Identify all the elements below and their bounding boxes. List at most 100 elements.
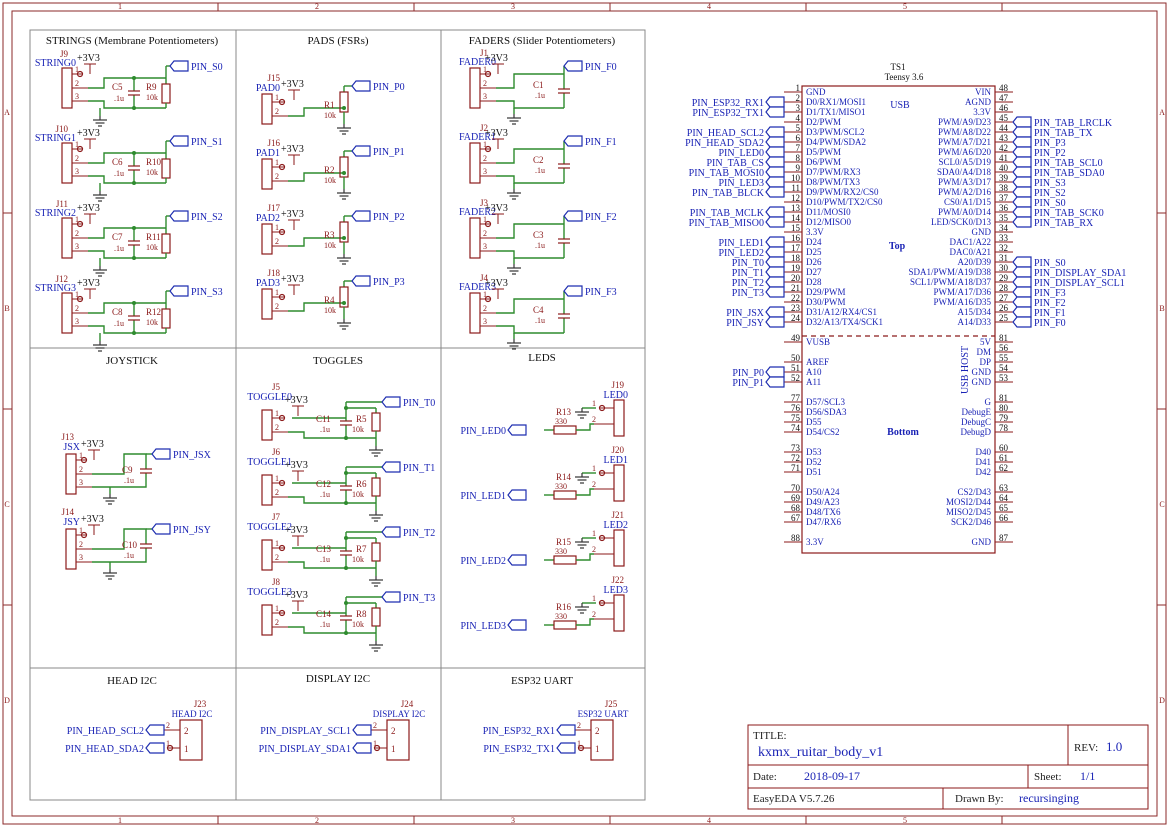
net-flag-shape — [151, 523, 171, 535]
resistor-body — [161, 83, 171, 104]
connector-body — [469, 67, 481, 109]
net-flag-shape — [381, 591, 401, 603]
pin-number: 21 — [791, 283, 800, 293]
pin-number: 45 — [999, 113, 1009, 123]
net-label: PIN_S0 — [1034, 198, 1066, 209]
vcc-label: +3V3 — [281, 209, 304, 220]
ground-wire — [496, 325, 564, 334]
junction — [132, 76, 136, 80]
pin-label-gnd: GND — [972, 377, 992, 387]
pin-marker — [598, 404, 606, 412]
connector-2pin: 12 — [261, 604, 288, 636]
junction — [132, 256, 136, 260]
net-flag-pin_t3: PIN_T3 — [381, 591, 435, 604]
column-label-4: 4 — [707, 816, 711, 825]
pin-label-d51: D51 — [806, 467, 822, 477]
junction — [132, 226, 136, 230]
net-label: PIN_F1 — [585, 137, 617, 148]
pin-label-d28: D28 — [806, 277, 822, 287]
connector-name: TOGGLE3 — [247, 587, 292, 598]
pin-number: 1 — [391, 744, 396, 754]
pin-label-pwm/a0/d14: PWM/A0/D14 — [938, 207, 992, 217]
net-label: PIN_P1 — [732, 378, 764, 389]
net-flag-shape — [351, 210, 371, 222]
vcc-label: +3V3 — [81, 439, 104, 450]
net-label: PIN_TAB_MISO0 — [689, 218, 764, 229]
ground-wire — [88, 100, 166, 109]
net-flag-shape — [765, 266, 785, 278]
pin-label-debugd: DebugD — [961, 427, 992, 437]
net-label: PIN_LED1 — [718, 238, 764, 249]
net-flag-shape — [563, 60, 583, 72]
connector-ref: J7 — [272, 512, 281, 522]
res-value: 10k — [352, 620, 364, 629]
pin-number: 71 — [791, 463, 800, 473]
net-label: PIN_ESP32_RX1 — [692, 98, 764, 109]
net-label: PIN_P1 — [373, 147, 405, 158]
net-flag-shape — [765, 186, 785, 198]
resistor-body — [371, 542, 381, 562]
section-grid — [29, 29, 646, 801]
res-value: 330 — [555, 482, 567, 491]
connector-name: STRING0 — [35, 58, 76, 69]
connector-name: JSY — [63, 517, 80, 528]
pin-label-d11/mosi0: D11/MOSI0 — [806, 207, 851, 217]
pin-marker — [373, 744, 381, 752]
net-flag-shape — [352, 742, 372, 754]
pin-number: 1 — [79, 526, 83, 535]
pin-marker — [278, 293, 286, 301]
net-label: PIN_TAB_MOSI0 — [689, 168, 764, 179]
pin-number: 3 — [796, 103, 801, 113]
net-label: PIN_T2 — [403, 528, 435, 539]
net-flag-shape — [1012, 256, 1032, 268]
connector-ref: J14 — [61, 507, 74, 517]
vcc-label: +3V3 — [281, 144, 304, 155]
pin-marker — [484, 145, 492, 153]
net-flag-pin_s2: PIN_S2 — [169, 210, 223, 223]
net-flag-pin_s1: PIN_S1 — [169, 135, 223, 148]
pin-number: 3 — [483, 317, 487, 326]
pin-number: 46 — [999, 103, 1009, 113]
net-flag-pin_esp32_tx1: PIN_ESP32_TX1 — [483, 742, 576, 755]
pin-number: 9 — [796, 163, 801, 173]
net-flag-shape — [765, 136, 785, 148]
cap-value: .1u — [114, 319, 124, 328]
net-label: PIN_S3 — [1034, 178, 1066, 189]
ground-icon — [93, 191, 107, 202]
res-ref: R14 — [556, 472, 572, 482]
title-block: TITLE: kxmx_ruitar_body_v1 REV: 1.0 Date… — [747, 724, 1149, 810]
net-flag-pin_tab_tx: PIN_TAB_TX — [1012, 126, 1093, 139]
pin-number: 22 — [791, 293, 800, 303]
connector-2pin: 12 — [261, 158, 288, 190]
pin-number: 16 — [791, 233, 801, 243]
connector-ref: J3 — [480, 198, 489, 208]
pin-label-d53: D53 — [806, 447, 822, 457]
net-flag-shape — [765, 246, 785, 258]
pin-number: 2 — [75, 79, 79, 88]
pin-number: 88 — [791, 533, 801, 543]
net-flag-pin_t3: PIN_T3 — [732, 286, 785, 299]
net-label: PIN_ESP32_TX1 — [483, 744, 555, 755]
net-flag-pin_f1: PIN_F1 — [563, 135, 617, 148]
connector-2pin: 12 — [261, 288, 288, 320]
junction — [132, 181, 136, 185]
pin-number: 1 — [275, 158, 279, 167]
net-flag-shape — [145, 724, 165, 736]
pin-label-d30/pwm: D30/PWM — [806, 297, 846, 307]
net-label: PIN_TAB_TX — [1034, 128, 1093, 139]
pin-number: 2 — [483, 304, 487, 313]
rev-value: 1.0 — [1106, 739, 1122, 754]
pin-number: 3 — [75, 167, 79, 176]
net-flag-shape — [145, 742, 165, 754]
pin-number: 38 — [999, 183, 1009, 193]
sheet-value: 1/1 — [1080, 769, 1095, 783]
net-label: PIN_JSY — [173, 525, 211, 536]
net-flag-shape — [1012, 216, 1032, 228]
junction — [344, 601, 348, 605]
